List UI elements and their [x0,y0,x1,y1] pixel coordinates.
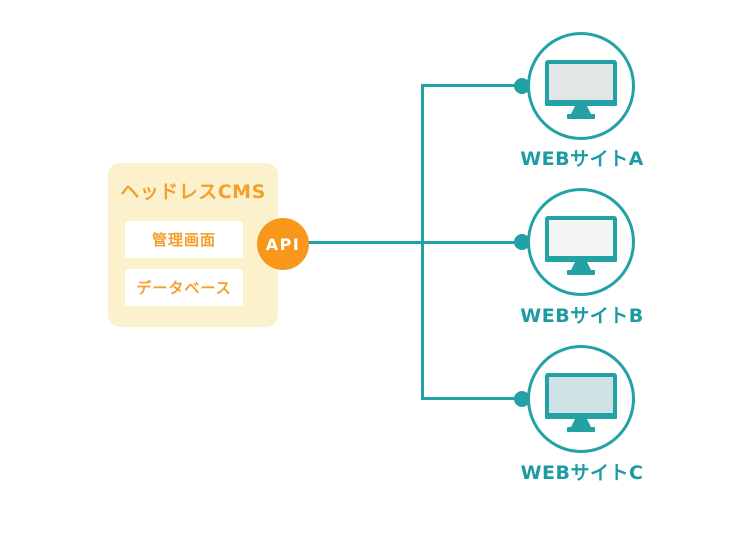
api-node-label: API [265,234,301,254]
cms-item-admin-screen: 管理画面 [125,221,243,258]
cms-box-title: ヘッドレスCMS [120,181,266,203]
api-node: API [257,218,309,270]
connector-dot [514,391,530,407]
cms-item-label: 管理画面 [151,231,216,249]
site-label: WEBサイトB [520,305,644,327]
connector-line-top [421,84,524,87]
connector-dot [514,234,530,250]
cms-item-label: データベース [136,279,232,297]
cms-item-database: データベース [125,269,243,306]
monitor-icon [545,216,617,275]
monitor-icon [545,373,617,432]
monitor-icon [545,60,617,119]
connector-dot [514,78,530,94]
site-label: WEBサイトA [520,148,644,170]
connector-line-bottom [421,397,524,400]
cms-box: ヘッドレスCMS 管理画面 データベース [108,163,278,327]
connector-line-middle [300,241,524,244]
connector-line-vertical [421,84,424,399]
site-label: WEBサイトC [520,462,644,484]
